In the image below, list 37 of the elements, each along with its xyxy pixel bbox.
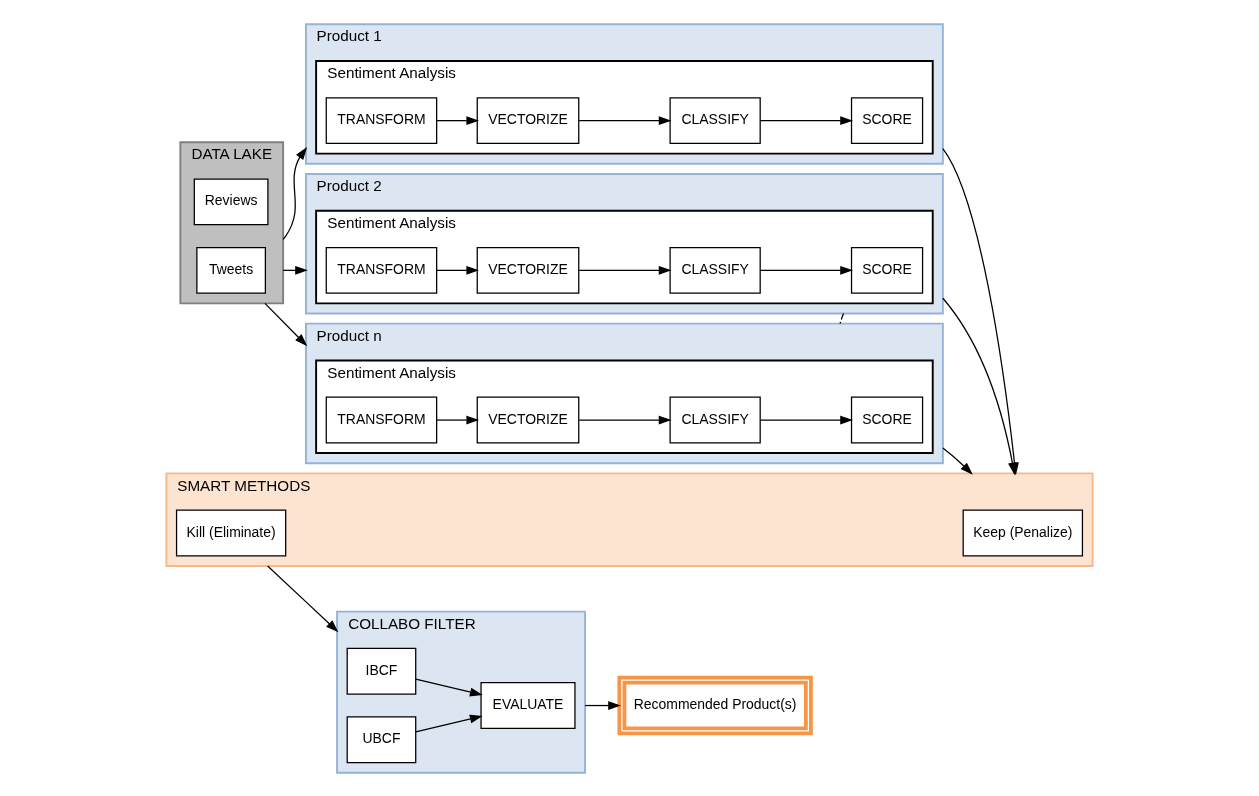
node-box: Kill (Eliminate) bbox=[175, 509, 287, 556]
node-box: Recommended Product(s) bbox=[617, 675, 813, 735]
node-box: TRANSFORM bbox=[325, 96, 438, 144]
connector bbox=[839, 312, 845, 324]
node-box: TRANSFORM bbox=[325, 396, 438, 444]
arrow bbox=[942, 446, 973, 475]
node-box: Reviews bbox=[193, 177, 269, 225]
node-box: VECTORIZE bbox=[476, 96, 580, 144]
arrow bbox=[264, 302, 308, 346]
arrow bbox=[436, 265, 480, 275]
arrow bbox=[267, 564, 339, 632]
node-box: TRANSFORM bbox=[325, 246, 438, 294]
node-box: VECTORIZE bbox=[476, 246, 580, 294]
arrow bbox=[759, 415, 853, 424]
node-box: Tweets bbox=[196, 246, 266, 294]
node-box: EVALUATE bbox=[480, 681, 576, 729]
arrow bbox=[578, 265, 672, 275]
arrow bbox=[578, 415, 672, 424]
arrow bbox=[584, 700, 621, 710]
node-box: CLASSIFY bbox=[669, 96, 761, 144]
arrow bbox=[436, 115, 480, 125]
node-box: CLASSIFY bbox=[669, 246, 761, 294]
arrow bbox=[436, 415, 480, 424]
arrow bbox=[282, 146, 308, 240]
node-box: SCORE bbox=[850, 396, 924, 444]
node-box: UBCF bbox=[346, 715, 417, 763]
node-box: Keep (Penalize) bbox=[962, 509, 1084, 556]
node-box: CLASSIFY bbox=[669, 396, 761, 444]
arrow bbox=[578, 115, 672, 125]
arrow bbox=[759, 265, 853, 275]
arrow bbox=[759, 115, 853, 125]
node-box: VECTORIZE bbox=[476, 396, 580, 444]
node-box: SCORE bbox=[850, 96, 924, 144]
arrow bbox=[415, 714, 483, 733]
node-box: SCORE bbox=[850, 246, 924, 294]
node-box: IBCF bbox=[346, 647, 417, 695]
arrow bbox=[415, 678, 483, 696]
